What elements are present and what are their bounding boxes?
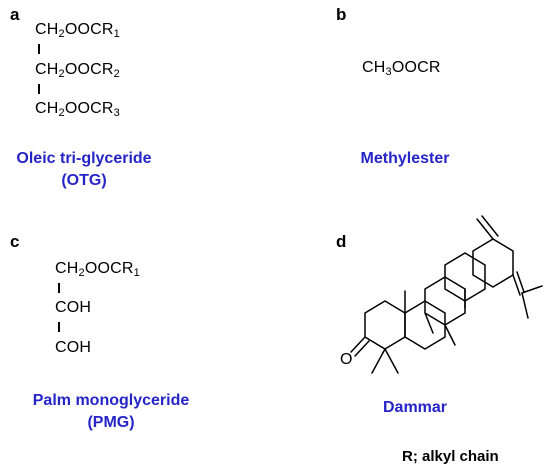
dammar-methyl-c14	[444, 324, 456, 346]
dammar-ketone-bond-1	[350, 336, 366, 353]
dammar-isopropylidene-me2	[521, 292, 529, 319]
otg-caption-line1: Oleic tri-glyceride	[16, 150, 152, 167]
dammar-methylene-1	[476, 218, 494, 240]
otg-row-3: CH2OOCR3	[35, 100, 120, 119]
dammar-isopropylidene-2	[516, 271, 525, 293]
dammar-oxygen-label: O	[340, 351, 353, 368]
otg-bond-2	[38, 84, 40, 94]
dammar-methyl-c4a	[371, 348, 386, 374]
pmg-row-1: CH2OOCR1	[55, 260, 140, 279]
otg-bond-1	[38, 44, 40, 54]
dammar-methyl-c8	[424, 312, 434, 334]
methylester-caption: Methylester	[360, 150, 450, 167]
dammar-ketone-bond-2	[354, 340, 370, 357]
panel-label-a: a	[10, 5, 20, 24]
pmg-caption-line1: Palm monoglyceride	[32, 392, 190, 409]
pmg-row-2: COH	[55, 299, 92, 316]
dammar-caption: Dammar	[382, 399, 448, 416]
pmg-row-3: COH	[55, 339, 92, 356]
otg-row-1: CH2OOCR1	[35, 21, 120, 40]
dammar-isopropylidene-1	[512, 274, 521, 296]
panel-label-d: d	[336, 232, 347, 251]
dammar-ring-a	[364, 300, 406, 350]
methylester-formula: CH3OOCR	[362, 59, 441, 78]
dammar-ring-e	[472, 238, 514, 288]
pmg-bond-2	[58, 322, 60, 332]
dammar-methyl-c4b	[384, 348, 399, 374]
otg-row-2: CH2OOCR2	[35, 61, 120, 80]
pmg-caption: Palm monoglyceride (PMG)	[20, 390, 202, 434]
panel-label-c: c	[10, 232, 20, 251]
pmg-caption-line2: (PMG)	[87, 414, 135, 431]
dammar-isopropylidene-me1	[521, 285, 543, 294]
footnote-alkyl-chain: R; alkyl chain	[402, 448, 499, 465]
pmg-bond-1	[58, 283, 60, 293]
panel-label-b: b	[336, 5, 347, 24]
otg-caption-line2: (OTG)	[61, 172, 107, 189]
dammar-methylene-2	[481, 215, 499, 237]
otg-caption: Oleic tri-glyceride (OTG)	[0, 148, 168, 192]
